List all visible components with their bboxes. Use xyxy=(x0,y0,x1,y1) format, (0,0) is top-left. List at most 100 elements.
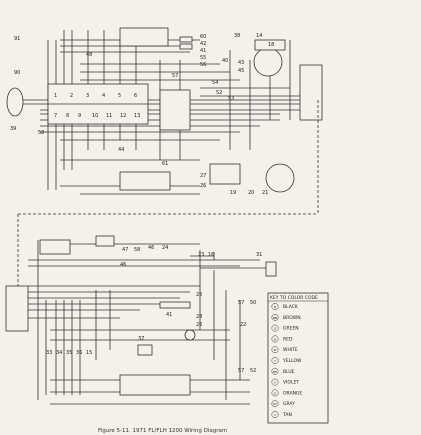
color-key-code: Y xyxy=(274,359,276,363)
callout-24: 24 xyxy=(162,245,168,251)
callout-33: 33 xyxy=(46,350,52,356)
color-key-name: VIOLET xyxy=(283,380,299,386)
color-key-name: BLUE xyxy=(283,369,295,375)
callout-57: 57 xyxy=(172,73,178,79)
callout-56: 56 xyxy=(200,62,206,68)
callout-18: 18 xyxy=(268,42,274,48)
color-key-name: BLACK xyxy=(283,304,299,310)
callout-31: 31 xyxy=(256,252,262,258)
section-divider xyxy=(17,100,319,288)
callout-22: 22 xyxy=(240,322,246,328)
cell-13: 13 xyxy=(134,113,140,119)
color-key-code: T xyxy=(273,413,276,417)
color-key-name: GRAY xyxy=(283,401,295,407)
lower-switch-box xyxy=(119,171,171,191)
coil-symbol xyxy=(137,344,153,356)
cell-1: 1 xyxy=(54,93,57,99)
callout-58: 58 xyxy=(38,130,44,136)
callout-57-bottom: 57 xyxy=(238,368,244,374)
callout-50: 50 xyxy=(250,300,256,306)
color-key-title: KEY TO COLOR CODE xyxy=(270,295,318,301)
callout-41-lower: 41 xyxy=(166,312,172,318)
color-key-name: BROWN xyxy=(283,315,301,321)
battery-block xyxy=(5,285,29,332)
color-key-swatch xyxy=(271,357,279,364)
callout-55: 55 xyxy=(200,55,206,61)
callout-60: 60 xyxy=(200,34,206,40)
switch-symbol xyxy=(190,252,215,260)
callout-36: 36 xyxy=(76,350,82,356)
cell-6: 6 xyxy=(134,93,137,99)
callout-52-lower: 52 xyxy=(250,368,256,374)
figure-caption: Figure 5-11. 1971 FL/FLH 1200 Wiring Dia… xyxy=(98,428,227,434)
plug-symbol xyxy=(265,261,277,277)
color-key-code: O xyxy=(274,391,277,395)
color-key-code: B xyxy=(274,305,276,309)
callout-54: 54 xyxy=(212,80,218,86)
color-key-swatch xyxy=(271,303,279,310)
color-key-code: BE xyxy=(273,370,277,374)
callout-25: 25 xyxy=(196,292,202,298)
color-key-code: BN xyxy=(273,316,277,320)
color-key-swatch xyxy=(271,411,279,418)
callout-19: 19 xyxy=(230,190,236,196)
cell-3: 3 xyxy=(86,93,89,99)
headlamp-symbol xyxy=(6,87,24,117)
color-key-name: WHITE xyxy=(283,347,298,353)
color-key-swatch xyxy=(271,346,279,354)
cell-11: 11 xyxy=(106,113,112,119)
callout-27: 27 xyxy=(200,173,206,179)
callout-34: 34 xyxy=(56,350,62,356)
color-key-swatch xyxy=(271,313,279,321)
circuit-breaker-box xyxy=(39,239,71,255)
cell-5: 5 xyxy=(118,93,121,99)
color-key-name: RED xyxy=(283,336,293,342)
callout-15: 15 xyxy=(86,350,92,356)
cell-8: 8 xyxy=(66,113,69,119)
cell-10: 10 xyxy=(92,113,98,119)
callout-46: 46 xyxy=(148,245,154,251)
generator-symbol xyxy=(265,163,295,193)
callout-21: 21 xyxy=(262,190,268,196)
color-key-swatch xyxy=(271,400,279,408)
cell-4: 4 xyxy=(102,93,105,99)
callout-61: 61 xyxy=(162,161,168,167)
callout-20: 20 xyxy=(248,190,254,196)
callout-58-lower: 58 xyxy=(134,247,140,253)
upper-wiring-section xyxy=(6,27,323,195)
callout-23: 23 xyxy=(198,252,204,258)
callout-35: 35 xyxy=(66,350,72,356)
lower-wiring-section xyxy=(5,235,277,405)
callout-90: 90 xyxy=(14,70,20,76)
horn-symbol xyxy=(184,329,196,341)
junction-block-lower xyxy=(119,374,191,396)
upper-number-callouts: 91 90 39 58 48 60 42 41 55 57 56 40 43 4… xyxy=(10,33,274,196)
color-key-code: G xyxy=(274,327,277,331)
color-key-name: ORANGE xyxy=(283,390,302,396)
callout-44: 44 xyxy=(118,147,124,153)
callout-26: 26 xyxy=(200,183,206,189)
callout-38: 38 xyxy=(234,33,240,39)
callout-91: 91 xyxy=(14,36,20,42)
color-key-swatch xyxy=(271,389,279,397)
relay-symbol xyxy=(95,235,115,247)
callout-39: 39 xyxy=(10,126,16,132)
color-key-table: KEY TO COLOR CODE B BLACK BN BROWN G GREEN R RE… xyxy=(267,292,329,424)
cell-2: 2 xyxy=(70,93,73,99)
cell-9: 9 xyxy=(78,113,81,119)
callout-52: 52 xyxy=(216,90,222,96)
color-key-name: GREEN xyxy=(283,326,299,332)
callout-43: 43 xyxy=(238,60,244,66)
callout-53: 53 xyxy=(228,96,234,102)
callout-48: 48 xyxy=(86,52,92,58)
color-key-swatch xyxy=(271,335,279,343)
callout-28: 28 xyxy=(196,314,202,320)
callout-57-lower: 57 xyxy=(238,300,244,306)
color-key-code: R xyxy=(274,337,276,341)
color-key-code: W xyxy=(274,348,277,352)
color-key-code: GY xyxy=(273,402,277,406)
lower-vertical-lines xyxy=(37,240,241,400)
cell-7: 7 xyxy=(54,113,57,119)
